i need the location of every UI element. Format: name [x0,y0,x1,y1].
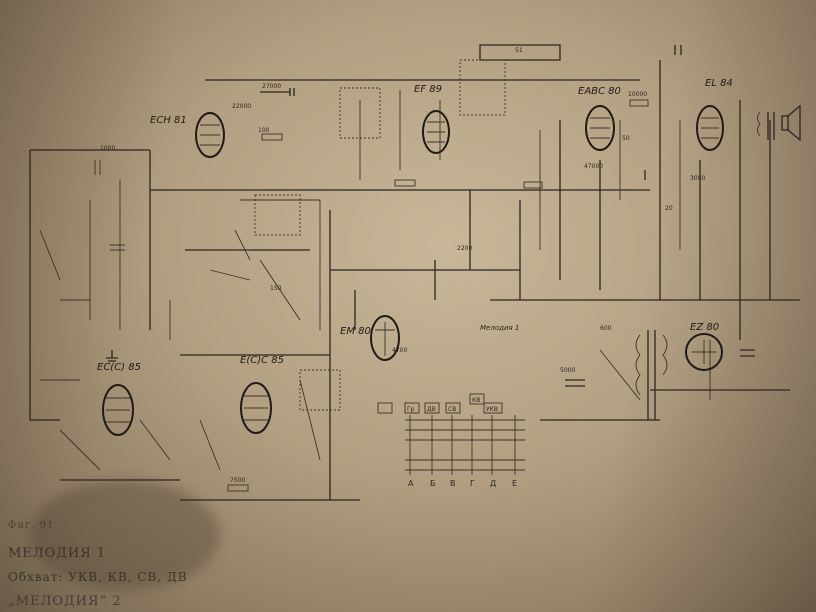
value-label: 100 [258,127,270,134]
if-transformers [254,59,506,411]
tube-label-eabc80: EABC 80 [578,86,621,97]
position-label: Д [490,479,496,488]
stain-mark [30,480,220,590]
model-title-2: „МЕЛОДИЯ“ 2 [8,594,122,609]
passive-components [94,45,755,492]
tube-label-ecc85-left: EC(C) 85 [97,362,141,373]
band-key-kv: КВ [472,397,480,404]
output-transformer [757,111,775,140]
band-switch-panel [377,393,525,475]
tube-label-em80: EM 80 [340,326,371,337]
vacuum-tube-ez80 [685,333,723,371]
figure-number: Фиг. 91 [8,520,55,531]
value-label: 4700 [392,347,407,354]
value-label: 150 [270,285,282,292]
value-label: 50 [622,135,630,142]
value-label: 3000 [690,175,705,182]
position-label: Г [470,479,475,488]
vacuum-tube-eabc80 [585,105,615,151]
value-label: 27000 [262,83,281,90]
value-label: 22000 [232,103,251,110]
band-key-gr: Гр [407,406,415,413]
value-label: 600 [600,325,612,332]
speaker-icon [781,104,801,142]
band-key-dv: ДВ [427,406,436,413]
vacuum-tube-ecc85-left [102,384,134,436]
tube-label-el84: EL 84 [705,78,733,89]
band-key-ukv: УКВ [486,406,498,413]
position-label: Б [430,479,436,488]
power-transformer [635,330,668,420]
wiring [29,44,800,501]
position-label: В [450,479,456,488]
band-range: Обхват: УКВ, КВ, СВ, ДВ [8,570,188,584]
value-label: 51 [515,47,523,54]
tube-label-ecc85-right: E(C)C 85 [240,355,284,366]
value-label: 7500 [230,477,245,484]
band-key-sv: СВ [448,406,456,413]
tube-label-ez80: EZ 80 [690,322,719,333]
position-label: Е [512,479,517,488]
vacuum-tube-el84 [696,105,724,151]
ground-icon [106,170,646,362]
vacuum-tube-ech81 [195,112,225,158]
value-label: 20 [665,205,673,212]
value-label: 5000 [560,367,575,374]
position-label: А [408,479,414,488]
melodia-annotation: Мелодия 1 [480,324,519,332]
vacuum-tube-em80 [370,315,400,361]
value-label: 2200 [457,245,472,252]
value-label: 10000 [628,91,647,98]
vacuum-tube-ef89 [422,110,450,154]
value-label: 47000 [584,163,603,170]
tube-label-ech81: ECH 81 [150,115,187,126]
tube-label-ef89: EF 89 [414,84,442,95]
vacuum-tube-ecc85-right [240,382,272,434]
value-label: 1000 [100,145,115,152]
model-title: МЕЛОДИЯ 1 [8,546,107,561]
